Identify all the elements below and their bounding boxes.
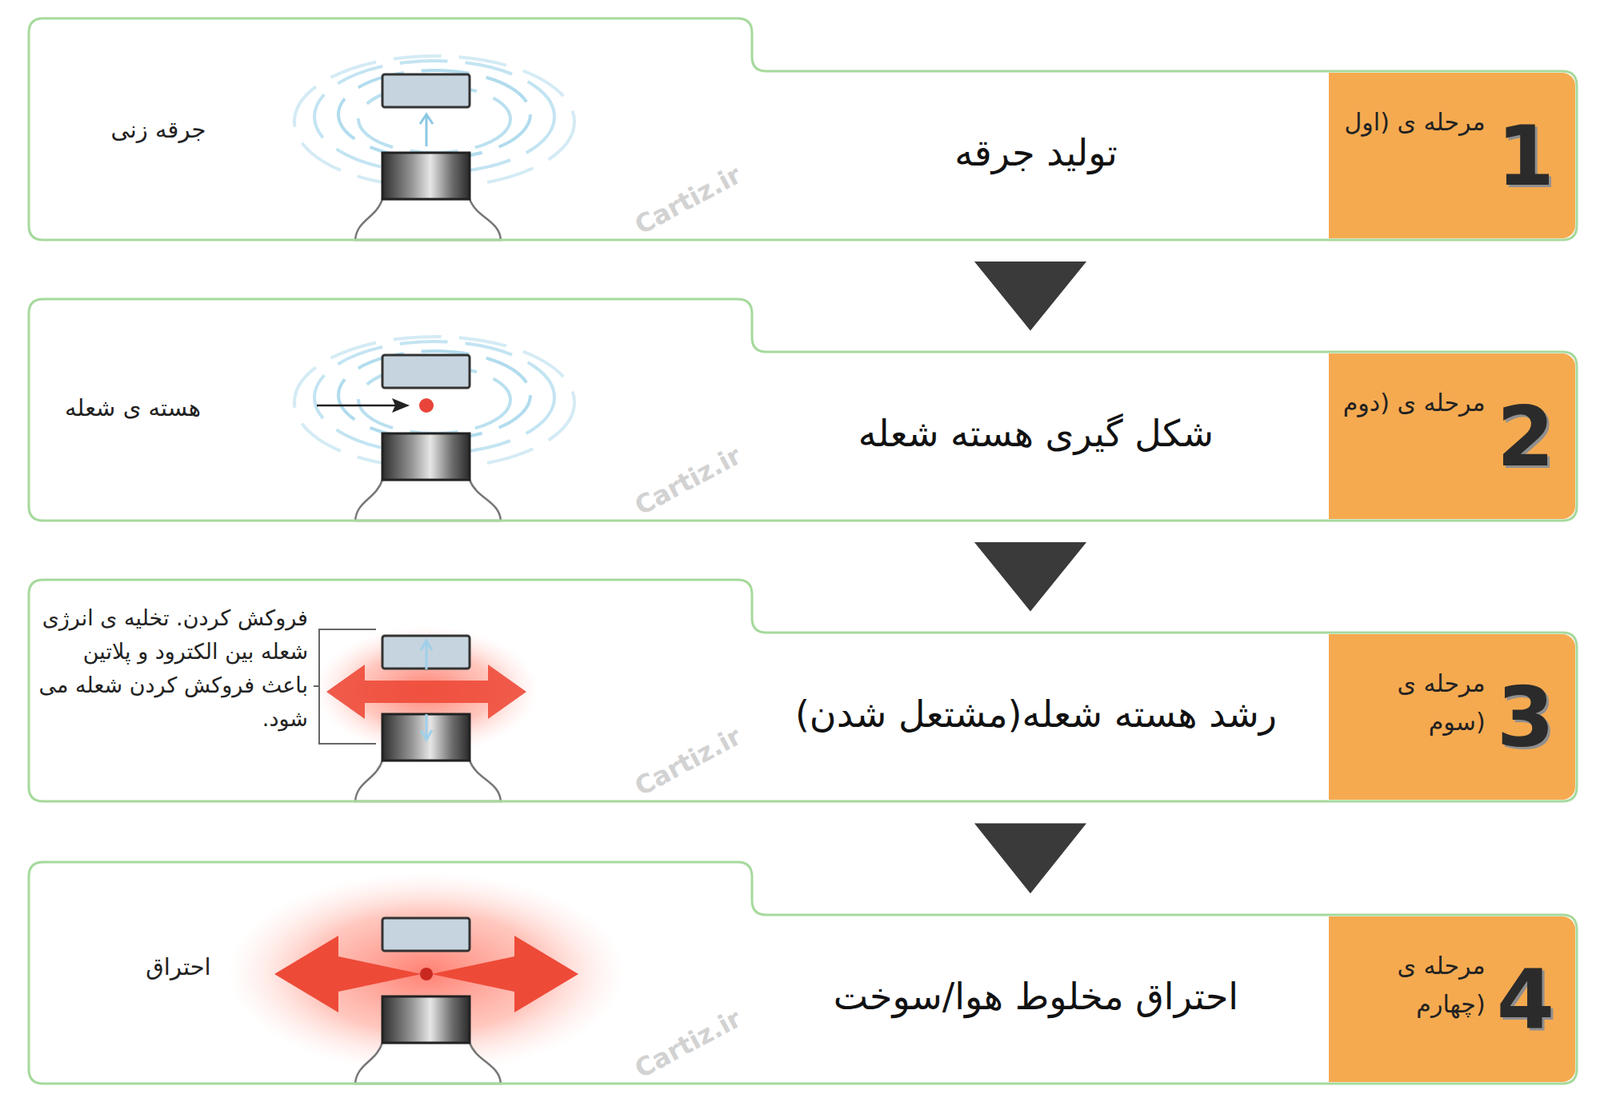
stage-name: مرحله ی (اول xyxy=(1341,103,1486,142)
label-holder: احتراق xyxy=(145,953,211,981)
stage-title: احتراق مخلوط هوا/سوخت xyxy=(833,975,1239,1019)
pointer-line xyxy=(316,404,400,408)
stage-panel: شکل گیری هسته شعله 2 مرحله ی (دوم xyxy=(28,299,1577,521)
stage-badge: 2 مرحله ی (دوم xyxy=(1328,353,1576,520)
watermark: Cartiz.ir xyxy=(629,720,747,802)
spark-plug xyxy=(294,336,575,521)
stage-holder: مرحله ی (چهارم xyxy=(1341,947,1486,1024)
label-holder: Cartiz.ir xyxy=(629,720,747,802)
flame-kernel xyxy=(419,398,434,413)
title-holder: شکل گیری هسته شعله xyxy=(858,412,1214,456)
spark-plug xyxy=(294,56,575,240)
stage-name: مرحله ی (چهارم xyxy=(1341,947,1486,1024)
label-holder: جرقه زنی xyxy=(111,116,207,144)
stage-number: 3 xyxy=(1496,676,1555,760)
flame-glow xyxy=(314,626,539,755)
center-electrode xyxy=(382,433,470,480)
insulator xyxy=(355,199,501,240)
flame-arrow xyxy=(431,936,579,1013)
swirl xyxy=(338,70,531,159)
watermark: Cartiz.ir xyxy=(629,1003,747,1084)
down-arrow xyxy=(976,262,1085,330)
number-holder: 4 xyxy=(1496,958,1555,1042)
ground-electrode xyxy=(382,918,470,952)
caption-label: هسته ی شعله xyxy=(64,394,201,422)
stage-holder: مرحله ی (اول xyxy=(1341,103,1486,142)
energy-arrow xyxy=(420,640,432,740)
stage-title: رشد هسته شعله(مشتعل شدن) xyxy=(795,692,1277,736)
swirl xyxy=(338,351,531,440)
pointer-head xyxy=(392,398,410,413)
spark-arrow xyxy=(420,114,433,147)
label-holder: هسته ی شعله xyxy=(64,394,201,422)
stage-title: شکل گیری هسته شعله xyxy=(858,412,1214,456)
number-holder: 2 xyxy=(1496,395,1555,479)
stage-holder: مرحله ی (سوم xyxy=(1341,664,1486,742)
stage-name: مرحله ی (دوم xyxy=(1341,384,1486,423)
caption-label: جرقه زنی xyxy=(111,116,207,144)
title-holder: رشد هسته شعله(مشتعل شدن) xyxy=(795,692,1277,736)
note-text: فروکش کردن. تخلیه ی انرژی شعله بین الکتر… xyxy=(32,601,308,736)
ground-electrode xyxy=(382,355,470,388)
flame-arrow xyxy=(274,936,422,1013)
title-holder: تولید جرقه xyxy=(954,131,1118,175)
center-electrode xyxy=(382,996,470,1044)
label-holder: Cartiz.ir xyxy=(629,159,747,240)
watermark: Cartiz.ir xyxy=(629,159,747,240)
down-arrow xyxy=(976,543,1085,611)
flame-glow xyxy=(226,872,627,1073)
label-holder: فروکش کردن. تخلیه ی انرژی شعله بین الکتر… xyxy=(32,601,308,736)
label-holder: Cartiz.ir xyxy=(629,1003,747,1084)
stage-badge: 3مرحله ی (سوم xyxy=(1328,634,1576,800)
stage-number: 2 xyxy=(1496,395,1555,479)
stage-panel: احتراق مخلوط هوا/سوخت 4مرحله ی (چهارم xyxy=(28,862,1577,1084)
stage-number: 1 xyxy=(1496,114,1555,198)
insulator xyxy=(355,1043,501,1084)
title-holder: احتراق مخلوط هوا/سوخت xyxy=(833,975,1239,1019)
insulator xyxy=(355,480,501,521)
caption-label: احتراق xyxy=(145,953,211,981)
stage-name: مرحله ی (سوم xyxy=(1341,664,1486,742)
center-electrode xyxy=(382,152,470,200)
watermark: Cartiz.ir xyxy=(629,440,747,521)
number-holder: 3 xyxy=(1496,676,1555,760)
spark-plug xyxy=(226,872,627,1084)
stage-holder: مرحله ی (دوم xyxy=(1341,384,1486,423)
stage-title: تولید جرقه xyxy=(954,131,1118,175)
ground-electrode xyxy=(382,74,470,108)
bracket xyxy=(313,629,376,744)
number-holder: 1 xyxy=(1496,114,1555,198)
stage-badge: 4مرحله ی (چهارم xyxy=(1328,916,1576,1083)
flame-arrow xyxy=(326,664,527,720)
spark-plug xyxy=(313,626,539,802)
flame-kernel xyxy=(420,968,433,981)
stage-badge: 1 مرحله ی (اول xyxy=(1328,72,1576,239)
insulator xyxy=(355,760,501,802)
stage-number: 4 xyxy=(1496,958,1555,1042)
label-holder: Cartiz.ir xyxy=(629,440,747,521)
stage-panel: تولید جرقه 1 مرحله ی (اول xyxy=(28,18,1577,240)
down-arrow xyxy=(976,824,1085,892)
